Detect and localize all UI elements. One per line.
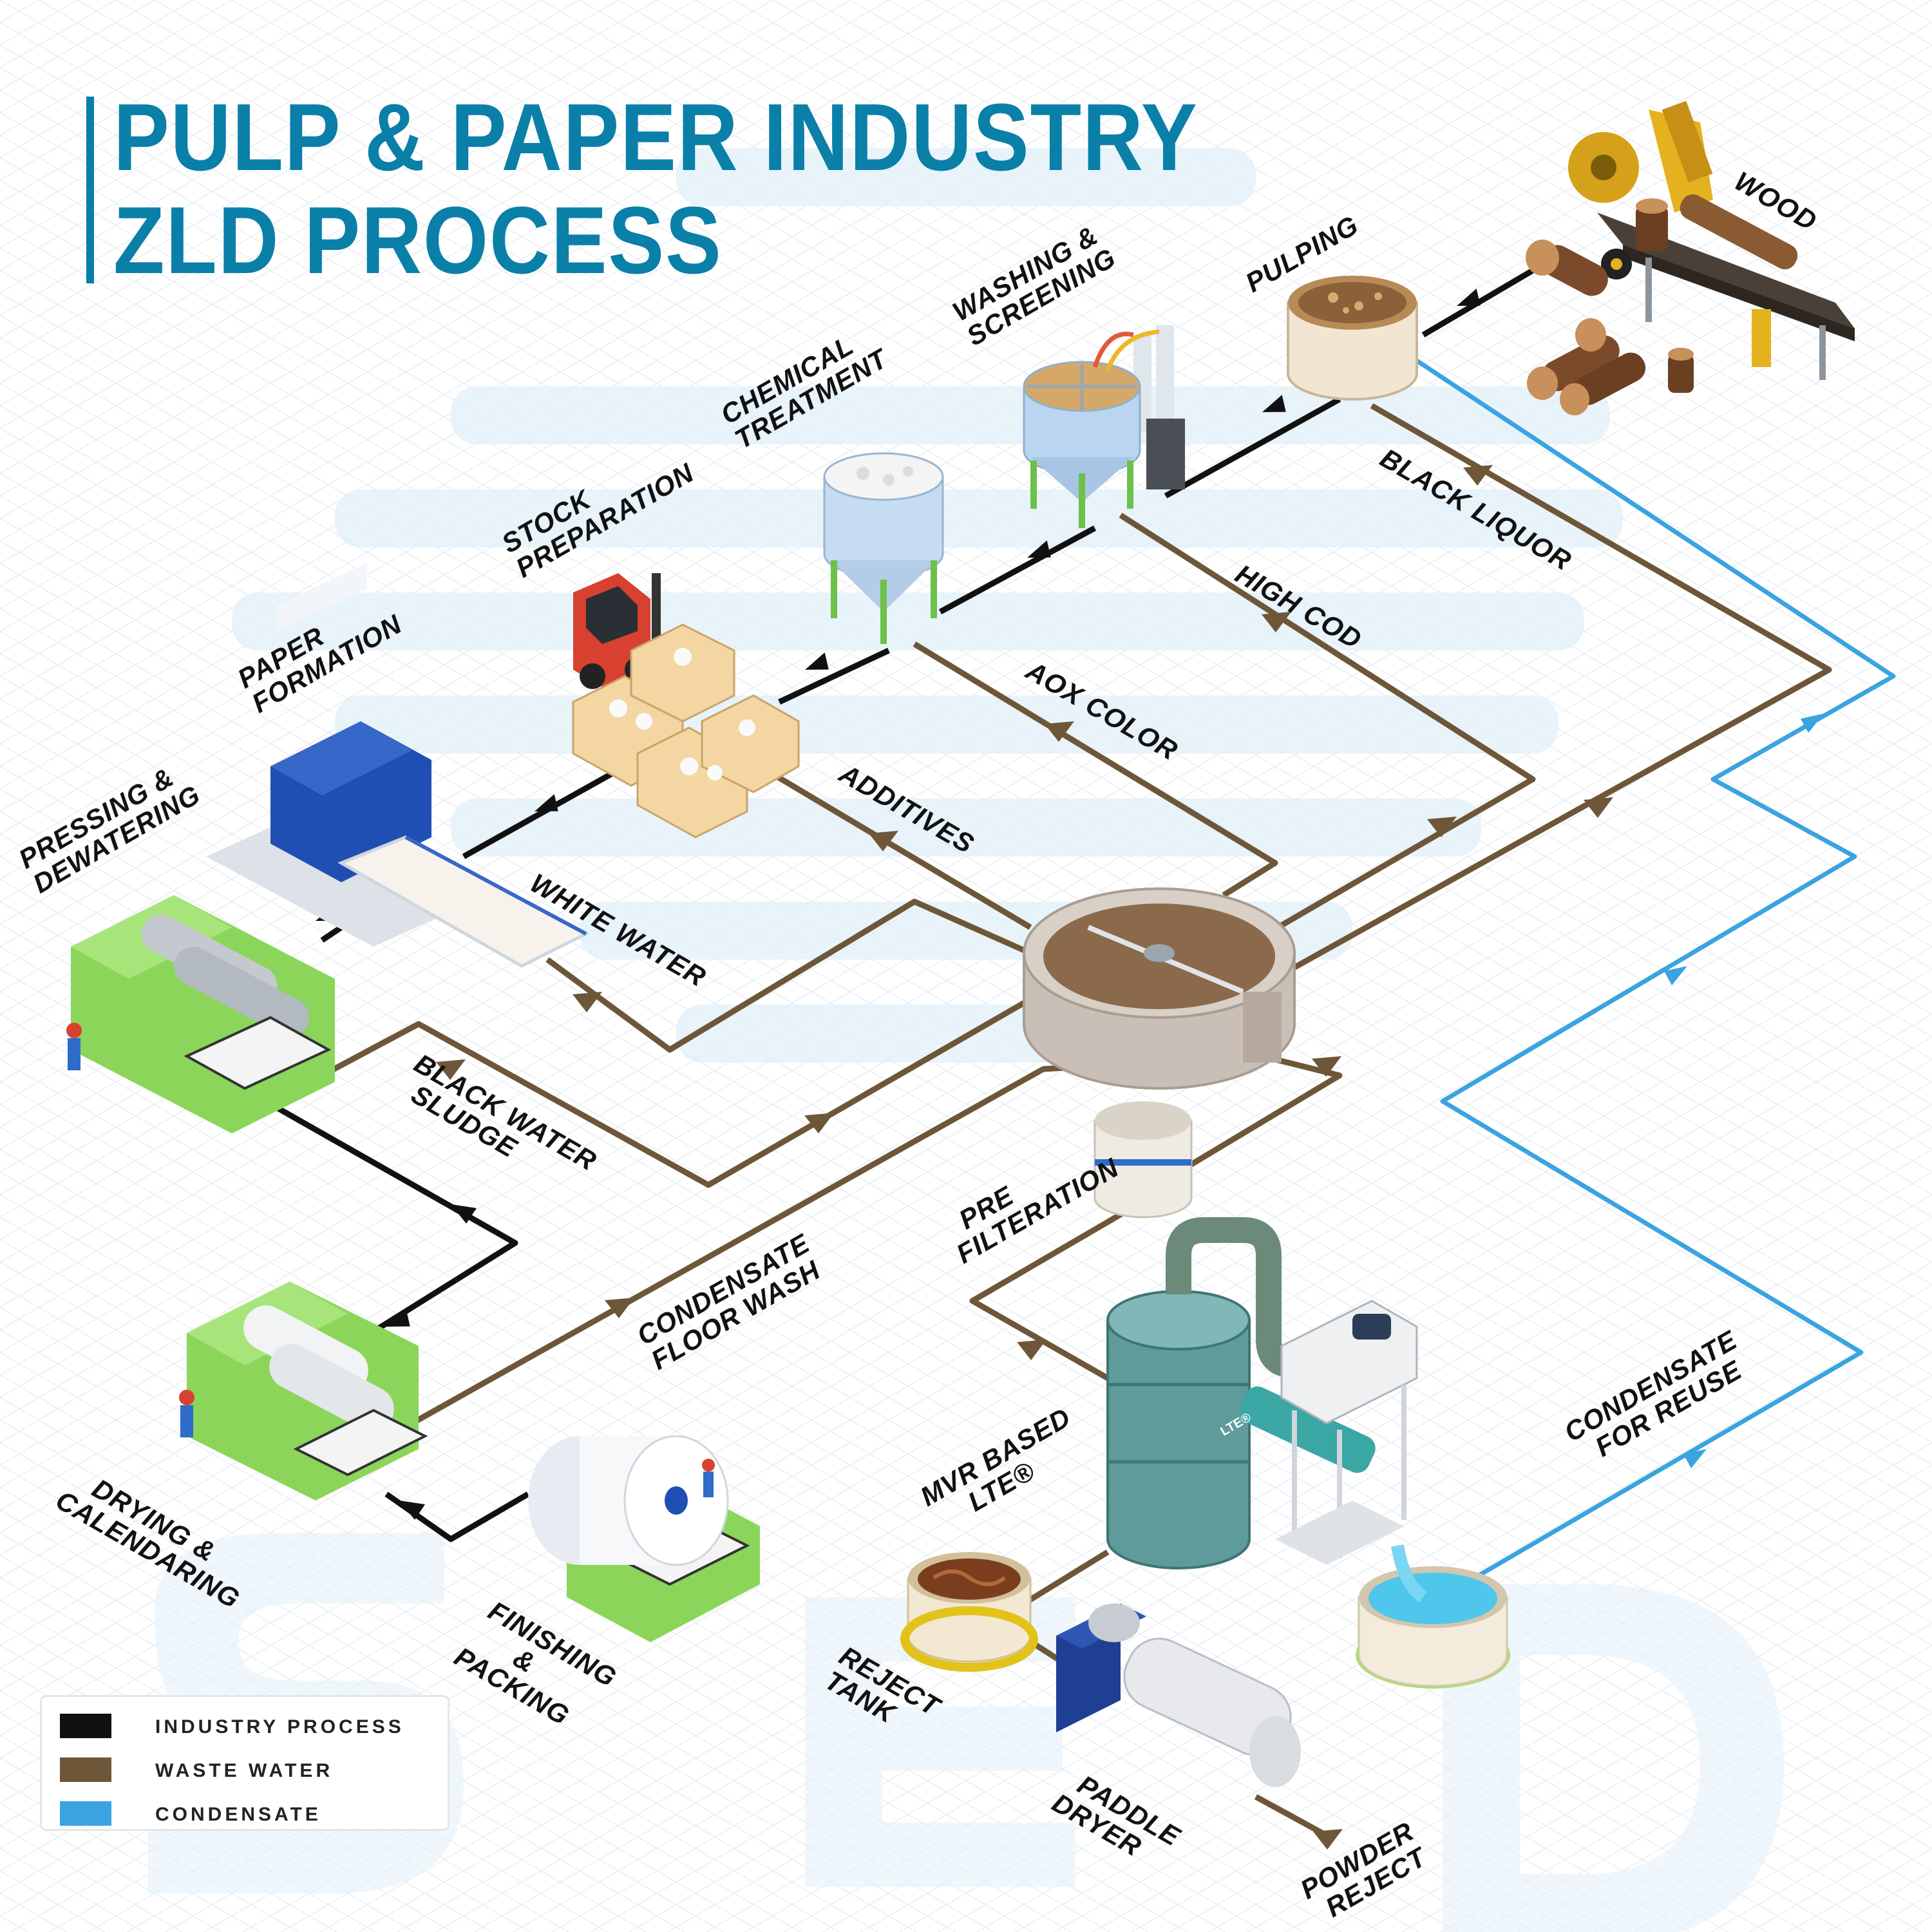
legend-label: CONDENSATE	[155, 1804, 321, 1825]
title-accent-bar	[86, 97, 94, 283]
legend: INDUSTRY PROCESS WASTE WATER CONDENSATE	[40, 1695, 450, 1831]
legend-swatch-process	[60, 1714, 111, 1738]
paddle-dryer	[1056, 1604, 1301, 1787]
page-title-line2: ZLD PROCESS	[113, 187, 723, 294]
clarifier-tank	[1023, 887, 1296, 1090]
drying-calendaring-machine	[179, 1282, 428, 1501]
stock-preparation-pallets	[572, 623, 800, 838]
legend-label: WASTE WATER	[155, 1760, 334, 1781]
waste-water-arrows	[436, 465, 1613, 1850]
legend-swatch-condensate	[60, 1801, 111, 1826]
page-title-line1: PULP & PAPER INDUSTRY	[113, 84, 1198, 191]
legend-swatch-waste	[60, 1757, 111, 1782]
pressing-dewatering-machine	[66, 895, 335, 1133]
paper-formation-machine	[206, 563, 590, 968]
reject-tank	[900, 1552, 1038, 1672]
pre-filteration-vessel	[1094, 1101, 1193, 1218]
finishing-packing-roll	[528, 1435, 760, 1642]
label-reject-tank: REJECT TANK	[820, 1640, 947, 1729]
washing-screening-tank	[1023, 325, 1185, 528]
mvr-compressor-skid	[1275, 1300, 1418, 1565]
wood-saw-machine	[1568, 100, 1855, 380]
condensate-arrows	[1664, 714, 1824, 1468]
chemical-treatment-tank	[823, 452, 944, 644]
pulping-vessel	[1287, 276, 1418, 401]
mvr-lte-evaporator	[1106, 1217, 1376, 1569]
wood-logs	[1526, 198, 1694, 415]
condensate-reuse-tank	[1356, 1544, 1510, 1689]
legend-label: INDUSTRY PROCESS	[155, 1716, 404, 1738]
condensate-lines	[1416, 359, 1896, 1580]
